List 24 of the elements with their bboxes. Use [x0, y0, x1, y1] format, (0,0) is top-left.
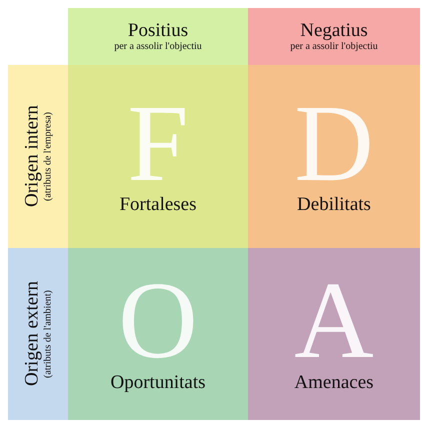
header-title: Negatius [300, 21, 368, 41]
large-letter: F [127, 96, 189, 190]
header-title: Origen intern [22, 106, 42, 208]
quadrant-cell [68, 65, 248, 248]
large-letter: D [294, 96, 374, 190]
header-subtitle: per a assolir l'objectiu [290, 40, 378, 52]
quadrant-title: Amenaces [294, 372, 374, 394]
quadrant-cell [248, 65, 420, 248]
large-letter: O [118, 274, 198, 368]
header-subtitle: per a assolir l'objectiu [114, 40, 202, 52]
header-title: Positius [128, 21, 188, 41]
header-subtitle: (atributs de l'ambient) [42, 290, 54, 378]
header-cell [8, 248, 68, 420]
quadrant-cell [248, 248, 420, 420]
header-title: Origen extern [22, 282, 42, 386]
large-letter: A [294, 274, 374, 368]
quadrant-cell [68, 248, 248, 420]
header-cell [68, 8, 248, 65]
quadrant-title: Debilitats [297, 194, 371, 216]
header-subtitle: (atributs de l'empresa) [42, 112, 54, 201]
header-cell [8, 65, 68, 248]
quadrant-title: Oportunitats [110, 372, 206, 394]
quadrant-title: Fortaleses [119, 194, 197, 216]
header-cell [248, 8, 420, 65]
